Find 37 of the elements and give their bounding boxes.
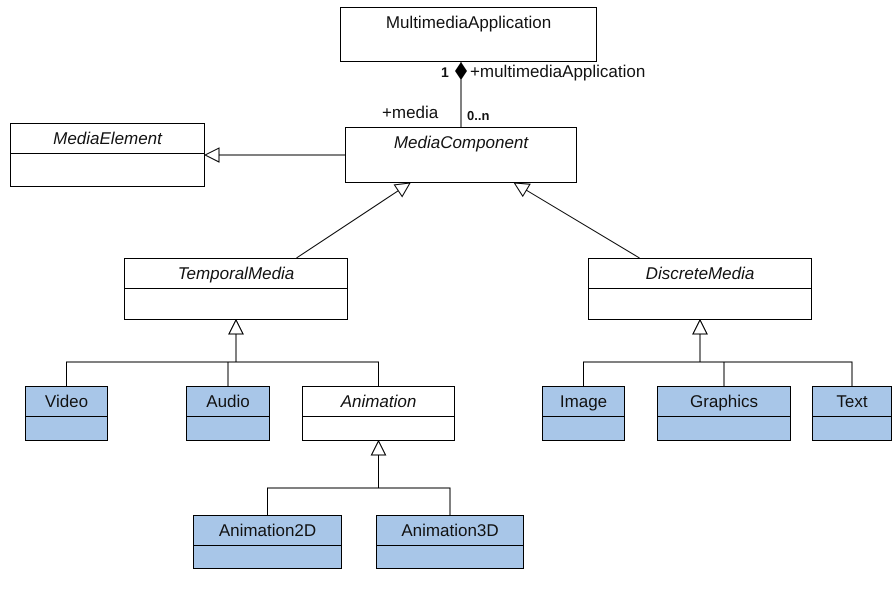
- class-box: [124, 258, 348, 320]
- generalization-arrow: [296, 182, 410, 258]
- class-name: Video: [44, 392, 88, 412]
- multiplicity-label: 1: [441, 64, 449, 80]
- class-box: [657, 386, 791, 441]
- composition-line: [455, 62, 467, 128]
- class-box: [340, 7, 597, 62]
- class-box: [10, 123, 205, 187]
- class-box: [588, 258, 812, 320]
- class-name: DiscreteMedia: [646, 264, 754, 284]
- class-name: Animation3D: [401, 520, 499, 540]
- role-label: +media: [382, 103, 438, 123]
- class-name: MediaElement: [53, 128, 162, 148]
- class-name: Animation: [340, 392, 416, 412]
- generalization-arrow: [514, 182, 640, 258]
- class-box: [812, 386, 892, 441]
- class-box: [193, 515, 342, 569]
- class-name: MediaComponent: [394, 132, 528, 152]
- class-box: [376, 515, 524, 569]
- role-label: +multimediaApplication: [470, 62, 646, 82]
- class-box: [186, 386, 270, 441]
- class-box: [302, 386, 455, 441]
- class-box: [345, 127, 577, 183]
- class-name: Graphics: [690, 392, 758, 412]
- generalization-arrow: [371, 440, 450, 516]
- class-name: Text: [836, 392, 868, 412]
- class-name: Image: [560, 392, 608, 412]
- multiplicity-label: 0..n: [467, 108, 490, 123]
- class-name: Audio: [206, 392, 250, 412]
- class-name: TemporalMedia: [178, 264, 294, 284]
- generalization-arrow: [692, 320, 852, 386]
- class-name: Animation2D: [218, 520, 316, 540]
- class-name: MultimediaApplication: [386, 12, 552, 32]
- class-box: [542, 386, 625, 441]
- class-box: [25, 386, 108, 441]
- generalization-arrow: [228, 320, 379, 386]
- generalization-arrow: [204, 148, 346, 162]
